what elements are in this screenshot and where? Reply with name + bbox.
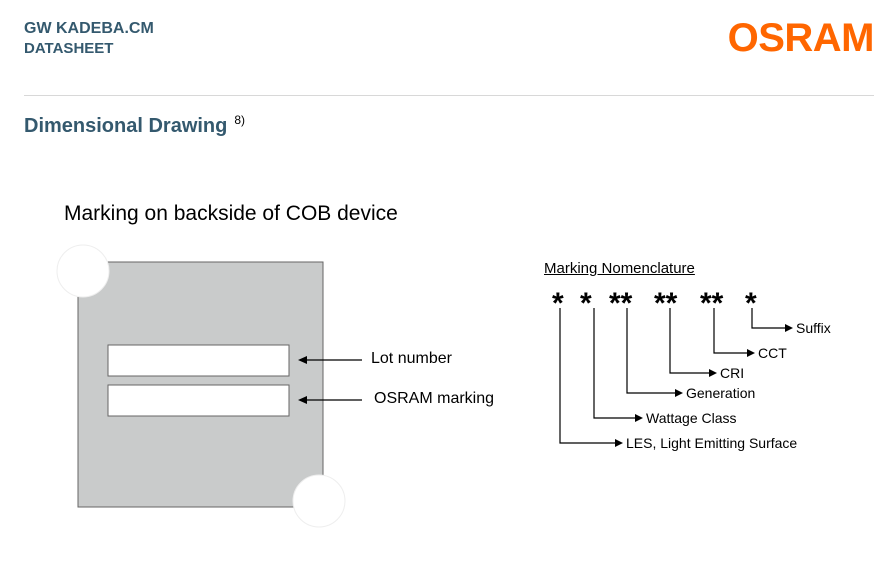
mounting-hole-bottom-right xyxy=(292,474,346,528)
cri-arrowhead xyxy=(709,369,717,377)
wattage-class-label: Wattage Class xyxy=(646,410,737,426)
generation-label: Generation xyxy=(686,385,756,401)
wattage-class-leader xyxy=(593,308,638,419)
osram-marking-label: OSRAM marking xyxy=(374,390,495,407)
document-type: DATASHEET xyxy=(24,40,114,57)
suffix-leader xyxy=(751,308,788,329)
cri-leader xyxy=(669,308,712,374)
les-arrowhead xyxy=(615,439,623,447)
suffix-label: Suffix xyxy=(796,320,831,336)
cct-arrowhead xyxy=(747,349,755,357)
osram-marking-field xyxy=(107,384,290,417)
nomenclature-symbol-5: ** xyxy=(700,287,724,320)
marking-title: Marking on backside of COB device xyxy=(64,202,398,225)
generation-leader xyxy=(626,308,678,394)
product-name: GW KADEBA.CM xyxy=(24,20,154,37)
nomenclature-symbol-4: ** xyxy=(654,287,678,320)
footnote-ref: 8) xyxy=(234,113,246,127)
les-leader xyxy=(559,308,618,444)
cct-label: CCT xyxy=(758,345,787,361)
suffix-arrowhead xyxy=(785,324,793,332)
wattage-class-arrowhead xyxy=(635,414,643,422)
cct-leader xyxy=(713,308,750,354)
nomenclature-symbol-1: * xyxy=(552,287,564,320)
header-divider xyxy=(24,95,874,96)
lot-number-arrowhead xyxy=(298,356,307,364)
osram-marking-arrowhead xyxy=(298,396,307,404)
generation-arrowhead xyxy=(675,389,683,397)
les-label: LES, Light Emitting Surface xyxy=(626,435,798,451)
nomenclature-symbol-2: * xyxy=(580,287,592,320)
osram-logo: OSRAM xyxy=(727,16,875,60)
section-title-text: Dimensional Drawing xyxy=(24,115,228,137)
nomenclature-symbol-3: ** xyxy=(609,287,633,320)
lot-number-label: Lot number xyxy=(371,350,452,367)
lot-number-field xyxy=(107,344,290,377)
cri-label: CRI xyxy=(720,365,745,381)
mounting-hole-top-left xyxy=(56,244,110,298)
section-title: Dimensional Drawing 8) xyxy=(24,113,246,138)
nomenclature-title: Marking Nomenclature xyxy=(544,260,695,277)
nomenclature-symbol-6: * xyxy=(745,287,757,320)
